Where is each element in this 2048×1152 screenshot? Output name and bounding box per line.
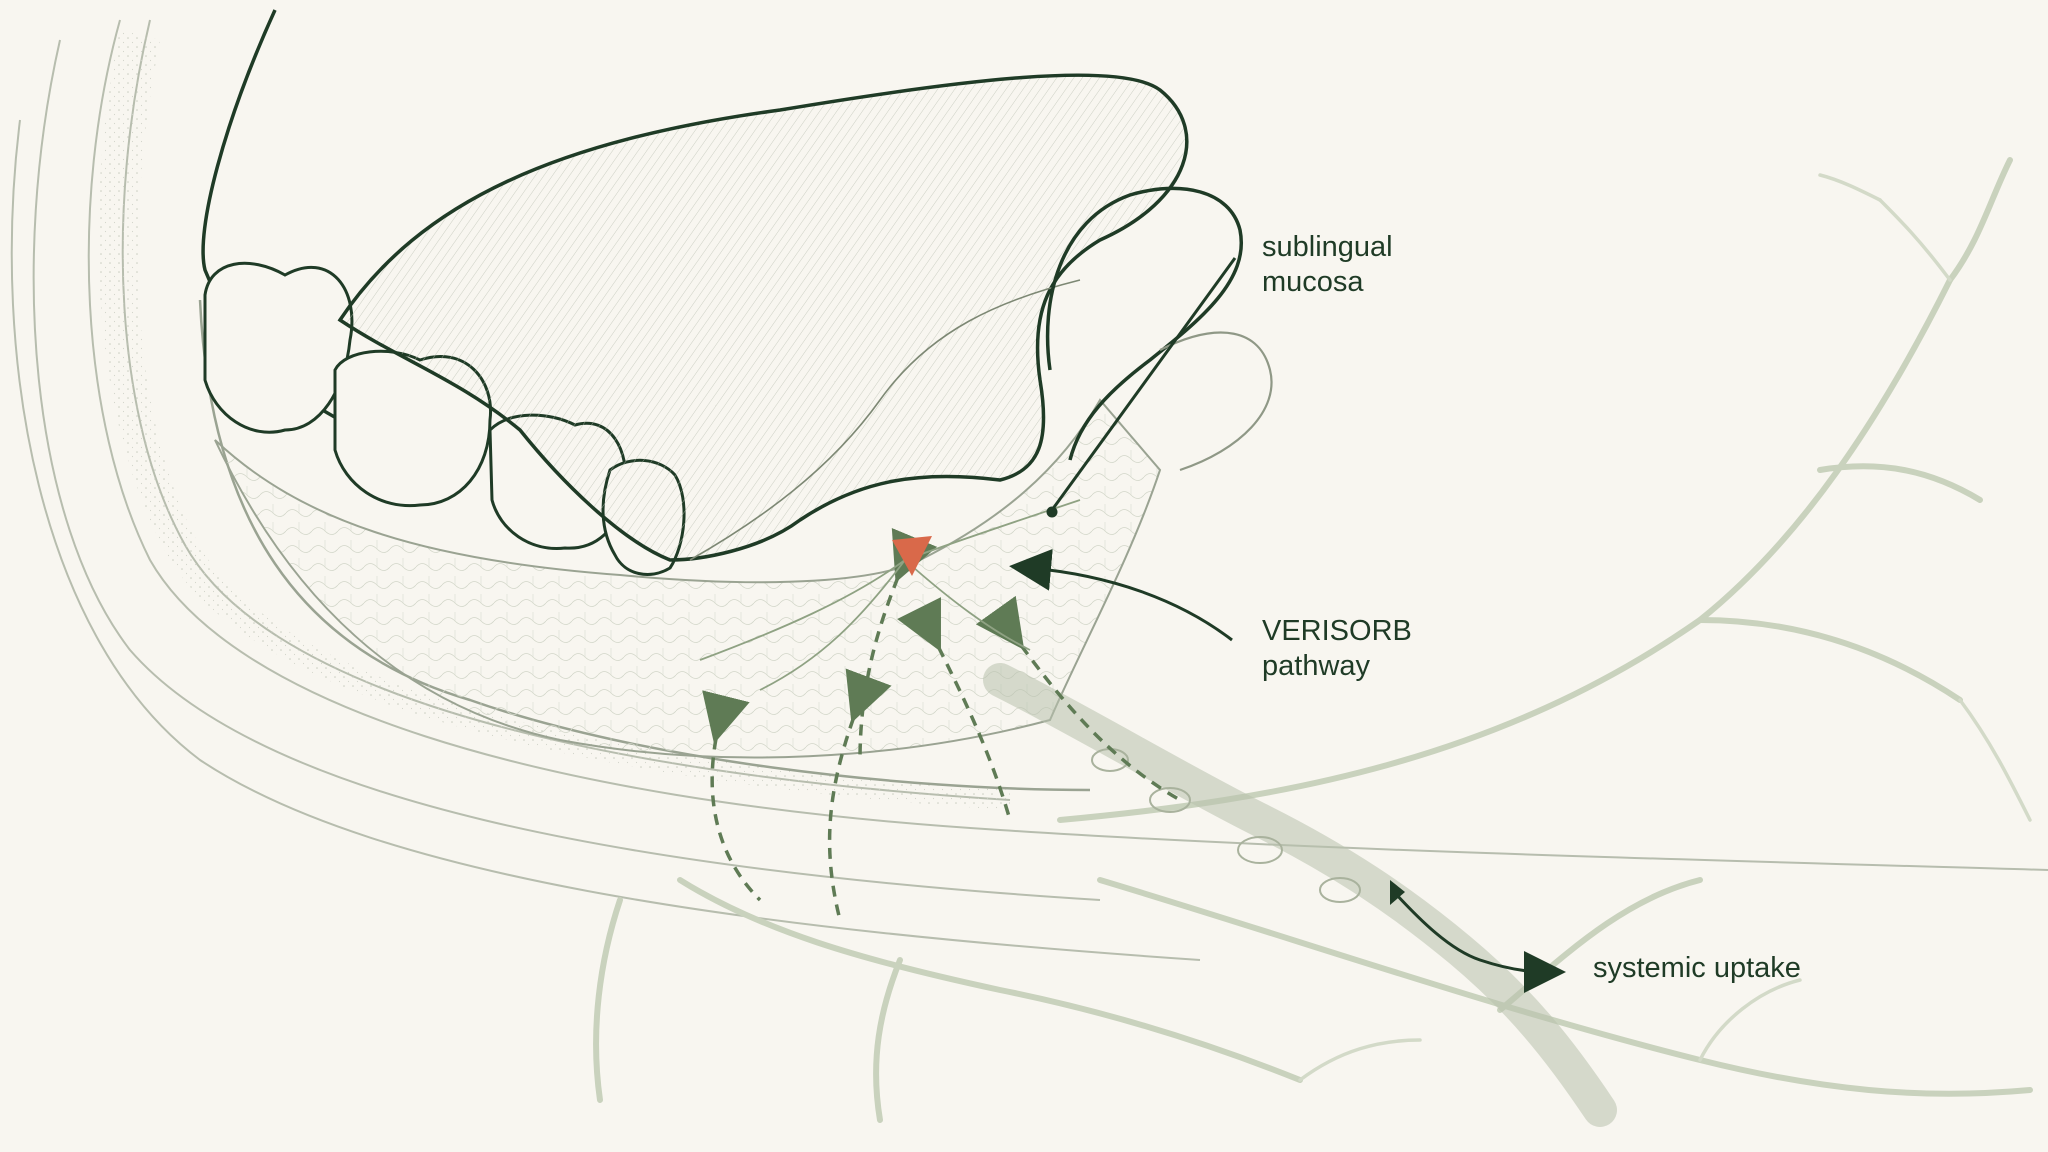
absorption-arrow	[897, 597, 1012, 821]
absorption-arrows	[702, 527, 1181, 921]
absorption-arrow	[858, 527, 938, 761]
systemic-uptake-label: systemic uptake	[1593, 952, 1801, 984]
uptake-arrow	[1393, 891, 1566, 993]
blood-vessel	[983, 663, 1617, 1127]
frenulum-fold	[1045, 186, 1243, 461]
tongue-underside	[689, 279, 1081, 561]
verisorb-pathway-label: VERISORB pathway	[1262, 615, 1412, 682]
sublingual-tissue	[214, 398, 1162, 759]
leader-lines	[1009, 257, 1237, 642]
sublingual-mucosa-label: sublingual mucosa	[1262, 231, 1393, 298]
diffusion-lines	[699, 499, 1081, 691]
mucosa-leader-line	[1050, 257, 1237, 511]
blood-cells	[1091, 748, 1361, 903]
absorption-arrow	[975, 595, 1181, 802]
absorption-arrow	[827, 668, 892, 921]
tongue	[337, 73, 1189, 562]
mucosa-leader-dot	[1046, 506, 1058, 518]
capillary-branches	[1298, 173, 2032, 1082]
gum-fold	[1159, 331, 1273, 472]
release-point-icon	[892, 536, 932, 576]
pathway-leader-line	[1009, 548, 1233, 642]
uptake-arrow-head	[1390, 880, 1405, 905]
absorption-arrow	[702, 690, 762, 902]
